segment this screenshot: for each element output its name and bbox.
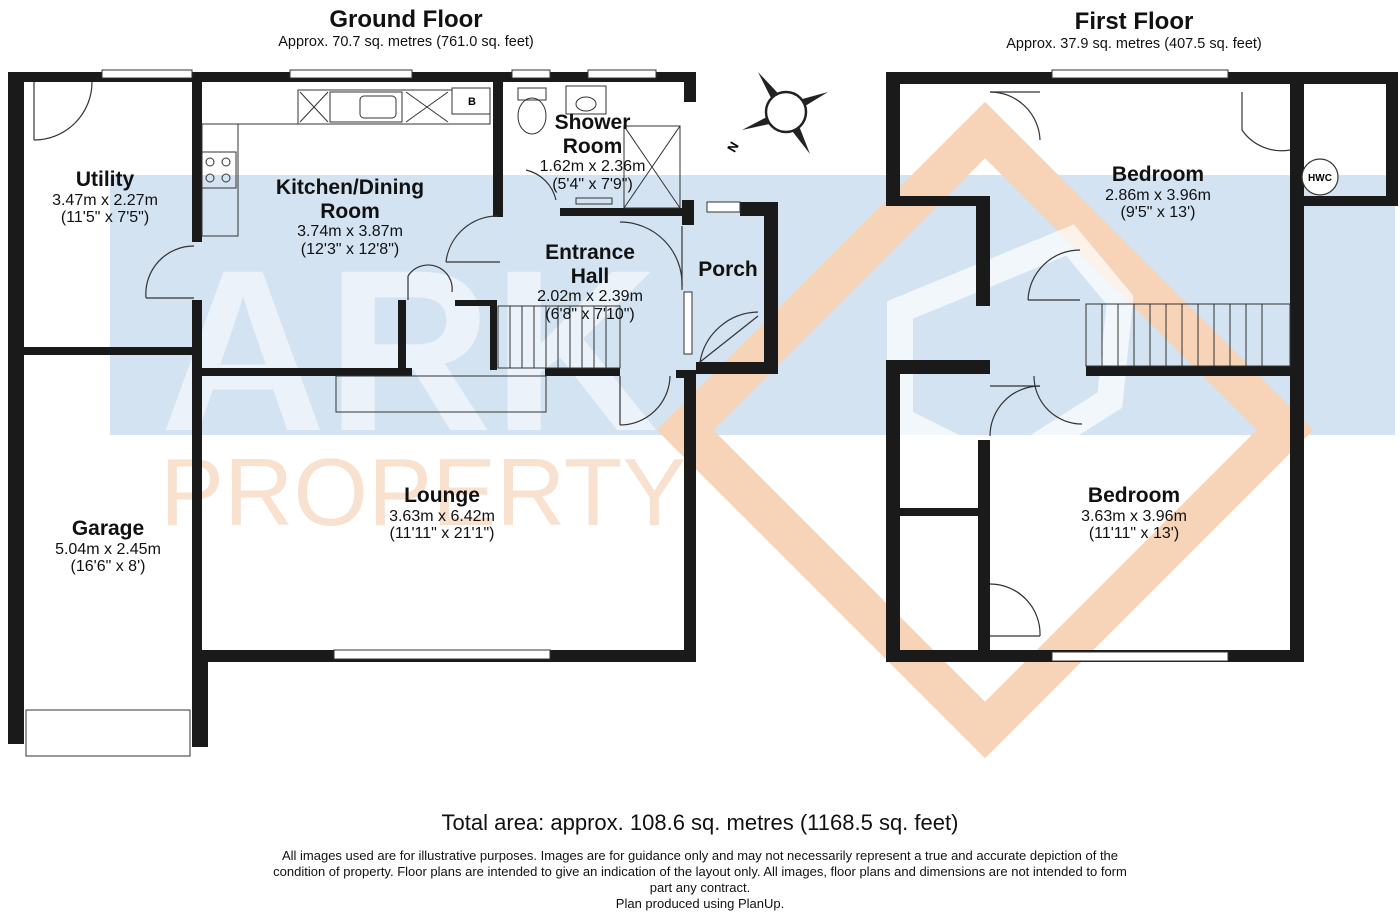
- first-floor-area: Approx. 37.9 sq. metres (407.5 sq. feet): [1006, 36, 1262, 52]
- room-entrance-hall: Entrance Hall 2.02m x 2.39m (6'8" x 7'10…: [505, 241, 675, 324]
- boiler-label: B: [468, 96, 476, 108]
- first-floor-doors: [989, 91, 1291, 637]
- disclaimer-line: part any contract.: [649, 879, 751, 895]
- shower-fittings: [517, 85, 681, 209]
- room-name-line2: Room: [320, 199, 380, 223]
- room-porch: Porch: [692, 258, 764, 282]
- watermark-ark: ARK: [160, 222, 658, 479]
- total-area: Total area: approx. 108.6 sq. metres (11…: [441, 810, 959, 835]
- compass-north-label: N: [724, 139, 742, 155]
- room-name: Bedroom: [1087, 484, 1181, 507]
- ground-floor-title: Ground Floor: [329, 6, 483, 33]
- room-bedroom-2: Bedroom 3.63m x 3.96m (11'11" x 13'): [1044, 484, 1224, 543]
- room-imperial: (11'11" x 21'1"): [389, 525, 495, 543]
- ground-floor-heading: Ground Floor Approx. 70.7 sq. metres (76…: [196, 6, 616, 50]
- room-name-line2: Room: [562, 134, 623, 158]
- room-imperial: (11'11" x 13'): [1088, 525, 1180, 543]
- room-metric: 3.74m x 3.87m: [297, 223, 403, 241]
- room-utility: Utility 3.47m x 2.27m (11'5" x 7'5"): [20, 168, 190, 227]
- room-name: Kitchen/Dining: [275, 176, 425, 199]
- room-metric: 2.86m x 3.96m: [1105, 186, 1211, 204]
- room-name: Porch: [698, 258, 758, 281]
- ground-floor-windows: [25, 69, 741, 757]
- compass-icon: [742, 72, 828, 154]
- first-floor-stairs: [1085, 303, 1291, 367]
- room-imperial: (5'4" x 7'9"): [552, 175, 633, 193]
- watermark-property: PROPERTY: [160, 439, 686, 546]
- ground-floor-stairs: [335, 305, 621, 413]
- room-name: Bedroom: [1111, 163, 1205, 186]
- room-lounge: Lounge 3.63m x 6.42m (11'11" x 21'1"): [352, 484, 532, 543]
- room-kitchen-dining: Kitchen/Dining Room 3.74m x 3.87m (12'3"…: [245, 176, 455, 259]
- watermark-diamond: [656, 101, 1314, 759]
- room-imperial: (6'8" x 7'10"): [545, 305, 635, 323]
- ground-floor-doors: [33, 81, 759, 426]
- room-imperial: (12'3" x 12'8"): [300, 240, 400, 258]
- room-metric: 1.62m x 2.36m: [539, 158, 646, 176]
- first-floor-title: First Floor: [1074, 8, 1194, 35]
- first-floor-heading: First Floor Approx. 37.9 sq. metres (407…: [924, 8, 1344, 52]
- room-name: Garage: [71, 517, 145, 540]
- room-metric: 2.02m x 2.39m: [537, 288, 643, 306]
- room-metric: 5.04m x 2.45m: [55, 540, 161, 558]
- disclaimer-line: condition of property. Floor plans are i…: [273, 863, 1127, 879]
- room-imperial: (9'5" x 13'): [1120, 204, 1196, 222]
- ground-floor-area: Approx. 70.7 sq. metres (761.0 sq. feet): [278, 34, 534, 50]
- room-garage: Garage 5.04m x 2.45m (16'6" x 8'): [24, 517, 192, 576]
- room-name-line2: Hall: [570, 264, 610, 288]
- room-imperial: (16'6" x 8'): [70, 558, 146, 576]
- ground-floor-walls: [8, 72, 778, 747]
- room-name: Shower: [554, 111, 631, 134]
- room-imperial: (11'5" x 7'5"): [60, 209, 150, 227]
- room-shower: Shower Room 1.62m x 2.36m (5'4" x 7'9"): [520, 111, 665, 194]
- room-name: Utility: [75, 168, 135, 191]
- hwc-label: HWC: [1308, 173, 1332, 184]
- disclaimer-line: Plan produced using PlanUp.: [615, 895, 785, 911]
- disclaimer: All images used are for illustrative pur…: [220, 848, 1180, 911]
- hot-water-cylinder: [1301, 158, 1339, 196]
- room-name: Entrance: [545, 241, 635, 264]
- room-metric: 3.63m x 3.96m: [1081, 507, 1187, 525]
- watermark: ARK PROPERTY: [110, 101, 1395, 759]
- disclaimer-line: All images used are for illustrative pur…: [281, 848, 1119, 863]
- room-metric: 3.47m x 2.27m: [52, 191, 158, 209]
- room-metric: 3.63m x 6.42m: [389, 507, 495, 525]
- first-floor-windows: [1051, 69, 1229, 662]
- kitchen-fittings: [201, 87, 491, 237]
- room-name: Lounge: [404, 484, 480, 507]
- room-bedroom-1: Bedroom 2.86m x 3.96m (9'5" x 13'): [1068, 163, 1248, 222]
